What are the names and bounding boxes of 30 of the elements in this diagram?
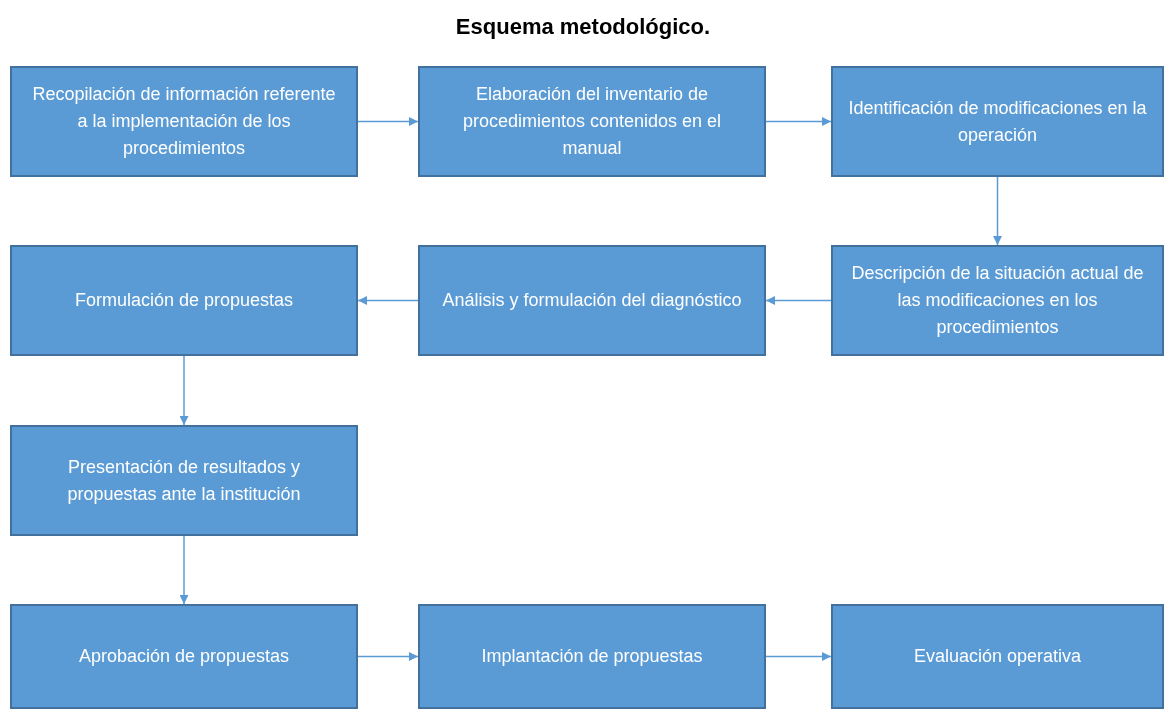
process-box bbox=[10, 425, 358, 536]
arrow bbox=[179, 535, 189, 605]
box-label: Identificación de modificaciones en la operación bbox=[847, 96, 1148, 147]
arrow bbox=[357, 296, 419, 305]
box-label: Análisis y formulación del diagnóstico bbox=[442, 289, 742, 312]
diagram-title: Esquema metodológico. bbox=[455, 14, 711, 39]
process-box bbox=[831, 66, 1164, 177]
arrow bbox=[357, 117, 419, 126]
arrow bbox=[765, 296, 832, 305]
process-box bbox=[10, 604, 358, 709]
box-label: Implantación de propuestas bbox=[481, 645, 703, 668]
box-label: Presentación de resultados y propuestas ante la institución bbox=[66, 455, 302, 506]
arrow bbox=[357, 652, 419, 661]
box-label: Aprobación de propuestas bbox=[78, 645, 290, 668]
process-box bbox=[418, 245, 766, 356]
arrow bbox=[765, 117, 832, 126]
box-label: Elaboración del inventario de procedimientos contenidos en el manual bbox=[461, 83, 723, 160]
box-label: Descripción de la situación actual de las modificaciones en los procedimientos bbox=[850, 262, 1145, 339]
process-box bbox=[831, 604, 1164, 709]
process-box bbox=[418, 604, 766, 709]
process-box bbox=[418, 66, 766, 177]
arrow bbox=[993, 176, 1002, 246]
box-label: Evaluación operativa bbox=[913, 645, 1082, 668]
box-label: Formulación de propuestas bbox=[74, 289, 294, 312]
process-box bbox=[10, 245, 358, 356]
arrow bbox=[765, 652, 832, 661]
process-box bbox=[10, 66, 358, 177]
box-label: Recopilación de información referente a la implementación de los procedimientos bbox=[31, 83, 337, 160]
process-box bbox=[831, 245, 1164, 356]
arrow bbox=[179, 355, 189, 426]
